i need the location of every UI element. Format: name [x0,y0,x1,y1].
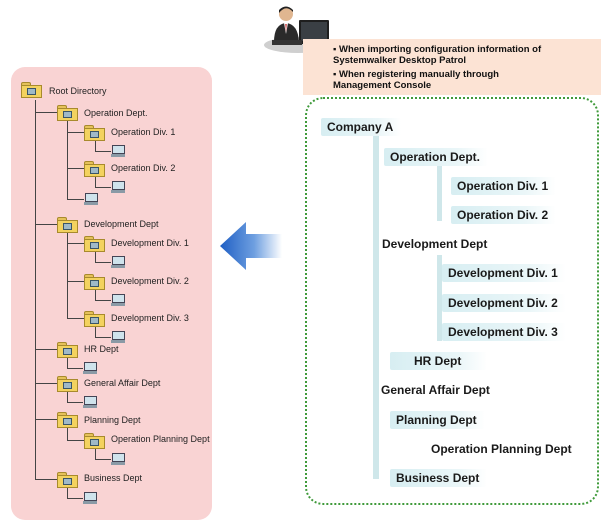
node-operation-div2: Operation Div. 2 [451,206,557,224]
computer-icon [83,396,97,408]
folder-icon [57,217,78,233]
computer-icon [111,294,125,306]
info-box: ▪ When importing configuration informati… [303,39,601,95]
folder-icon [57,105,78,121]
tree-label-root: Root Directory [49,86,107,96]
company-structure-panel: Company A Operation Dept. Operation Div.… [305,97,599,505]
folder-icon [57,412,78,428]
tree-label-planning-dept: Planning Dept [84,415,141,425]
folder-icon [84,274,105,290]
node-hr-dept: HR Dept [390,352,488,370]
info-text: ▪ When importing configuration informati… [333,44,542,55]
computer-icon [83,362,97,374]
folder-icon [84,311,105,327]
info-text: ▪ When registering manually through [333,69,499,80]
computer-icon [111,256,125,268]
computer-icon [83,492,97,504]
folder-icon [21,82,42,98]
node-planning-dept: Planning Dept [390,411,485,429]
tree-label-operation-div2: Operation Div. 2 [111,163,176,173]
computer-icon [84,193,98,205]
node-development-div3: Development Div. 3 [442,323,566,341]
node-operation-dept: Operation Dept. [384,148,489,166]
tree-label-general-affair-dept: General Affair Dept [84,378,161,388]
node-development-dept: Development Dept [382,237,488,251]
node-general-affair-dept: General Affair Dept [381,383,490,397]
tree-label-development-dept: Development Dept [84,219,159,229]
computer-icon [111,331,125,343]
computer-icon [111,181,125,193]
tree-label-development-div1: Development Div. 1 [111,238,189,248]
folder-icon [57,472,78,488]
node-company: Company A [321,118,402,136]
folder-icon [57,342,78,358]
tree-label-operation-planning-dept: Operation Planning Dept [111,434,210,444]
computer-icon [111,145,125,157]
node-development-div2: Development Div. 2 [442,294,566,312]
computer-icon [111,453,125,465]
tree-label-development-div3: Development Div. 3 [111,313,189,323]
tree-label-development-div2: Development Div. 2 [111,276,189,286]
arrow-left-icon [220,222,282,275]
folder-icon [84,125,105,141]
folder-icon [84,236,105,252]
info-text: Systemwalker Desktop Patrol [333,55,467,66]
tree-label-operation-dept: Operation Dept. [84,108,148,118]
node-operation-div1: Operation Div. 1 [451,177,557,195]
info-text: Management Console [333,80,432,91]
tree-label-hr-dept: HR Dept [84,344,119,354]
directory-tree-panel: Root Directory Operation Dept. Operation… [11,67,212,520]
node-operation-planning-dept: Operation Planning Dept [431,442,572,456]
folder-icon [57,376,78,392]
tree-label-business-dept: Business Dept [84,473,143,483]
node-development-div1: Development Div. 1 [442,264,566,282]
tree-label-operation-div1: Operation Div. 1 [111,127,176,137]
folder-icon [84,433,105,449]
folder-icon [84,161,105,177]
node-business-dept: Business Dept [390,469,488,487]
